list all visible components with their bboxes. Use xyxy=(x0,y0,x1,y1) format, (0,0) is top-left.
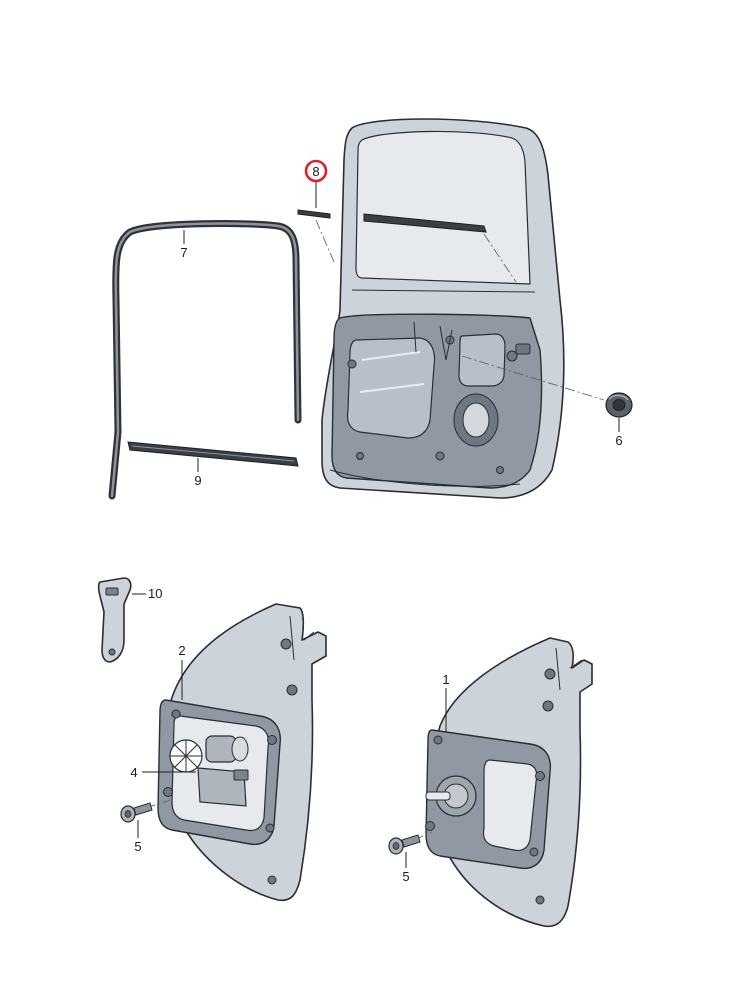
window-strip-part-8 xyxy=(297,209,517,283)
bolt-part-5-right xyxy=(388,831,433,855)
bracket-part-10 xyxy=(97,577,132,663)
callout-10[interactable]: 10 xyxy=(148,586,162,601)
callout-7[interactable]: 7 xyxy=(180,245,187,260)
callout-8[interactable]: 8 xyxy=(312,164,319,179)
window-regulator-part-2 xyxy=(157,603,327,902)
callout-5-left[interactable]: 5 xyxy=(134,839,141,854)
callout-9[interactable]: 9 xyxy=(194,473,201,488)
belt-strip-part-9 xyxy=(127,441,299,467)
window-regulator-part-1 xyxy=(425,637,593,928)
door-shell xyxy=(321,118,565,499)
callout-leaders xyxy=(132,180,620,868)
callout-5-right[interactable]: 5 xyxy=(402,869,409,884)
window-run-channel-part-7 xyxy=(108,220,302,500)
callout-6[interactable]: 6 xyxy=(615,433,622,448)
callout-4[interactable]: 4 xyxy=(130,765,137,780)
callout-2[interactable]: 2 xyxy=(178,643,185,658)
grommet-part-6 xyxy=(461,355,633,418)
highlight-ring-callout-8 xyxy=(304,159,328,183)
callout-1[interactable]: 1 xyxy=(442,672,449,687)
bolt-part-5-left xyxy=(120,799,171,823)
